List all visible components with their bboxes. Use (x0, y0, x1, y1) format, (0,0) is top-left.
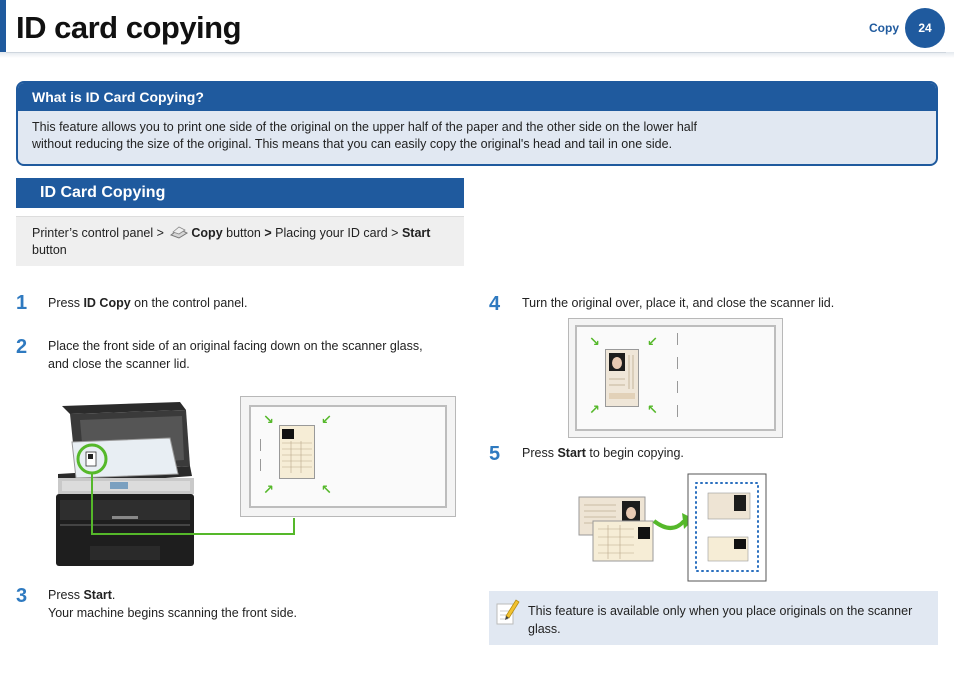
guide-dash (677, 381, 678, 393)
corner-arrow-icon: ↖ (321, 482, 332, 497)
copy-button-icon (170, 226, 189, 239)
path-start: Start (401, 226, 431, 240)
page-number-badge: 24 (905, 8, 945, 48)
note-line-2: glass. (528, 622, 561, 636)
card-back-icon (592, 520, 654, 562)
step-2-number: 2 (16, 336, 28, 358)
step-2-text: Place the front side of an original faci… (48, 337, 458, 373)
step-4-number: 4 (489, 293, 501, 315)
guide-dash (260, 439, 261, 451)
step-1-post: on the control panel. (130, 296, 248, 310)
scanner-glass-back: ↘ ↙ ↗ ↖ (568, 318, 783, 438)
step-5-pre: Press (522, 446, 558, 460)
step-1-text: Press ID Copy on the control panel. (48, 294, 247, 312)
guide-dash (677, 357, 678, 369)
note-box (489, 591, 938, 645)
id-card-front-icon (605, 349, 639, 407)
step-5-number: 5 (489, 443, 501, 465)
step-5-text: Press Start to begin copying. (522, 444, 922, 462)
subsection-title: ID Card Copying (40, 184, 166, 201)
path-rest: Placing your ID card > (271, 226, 402, 240)
step-5-post: to begin copying. (585, 446, 684, 460)
corner-arrow-icon: ↖ (647, 402, 658, 417)
corner-arrow-icon: ↗ (263, 482, 274, 497)
subsection-bar (16, 178, 464, 208)
callout-connector (91, 472, 295, 535)
step-1-number: 1 (16, 292, 28, 314)
info-line-2: without reducing the size of the origina… (32, 137, 673, 151)
id-card-back-icon (279, 425, 315, 479)
path-prefix: Printer’s control panel > (32, 226, 168, 240)
path-copy: Copy (191, 226, 223, 240)
guide-dash (260, 459, 261, 471)
navigation-path: Printer’s control panel > Copy button > … (16, 216, 464, 266)
step-2-line-1: Place the front side of an original faci… (48, 339, 423, 353)
step-5-bold: Start (557, 446, 586, 460)
corner-arrow-icon: ↙ (321, 412, 332, 427)
path-gt: > (264, 226, 272, 240)
corner-arrow-icon: ↘ (589, 334, 600, 349)
step-3-pre: Press (48, 588, 84, 602)
step-3-line-2: Your machine begins scanning the front s… (48, 606, 298, 620)
info-line-1: This feature allows you to print one sid… (32, 120, 698, 134)
info-heading: What is ID Card Copying? (18, 83, 936, 111)
guide-dash (677, 405, 678, 417)
step-4-text: Turn the original over, place it, and cl… (522, 296, 835, 310)
printer-illustration (56, 402, 194, 566)
step-3-number: 3 (16, 585, 28, 607)
page-title: ID card copying (16, 10, 242, 45)
scanner-glass-front: ↘ ↙ ↗ ↖ (240, 396, 456, 517)
note-line-1: This feature is available only when you … (528, 604, 913, 618)
info-box: What is ID Card Copying? This feature al… (16, 81, 938, 166)
note-text: This feature is available only when you … (528, 602, 933, 638)
guide-dash (677, 333, 678, 345)
info-body: This feature allows you to print one sid… (18, 111, 936, 161)
header-accent-bar (0, 0, 6, 52)
corner-arrow-icon: ↗ (589, 402, 600, 417)
path-middle: button (222, 226, 265, 240)
section-link[interactable]: Copy (869, 21, 899, 35)
step-2-line-2: and close the scanner lid. (48, 357, 190, 371)
pencil-note-icon (496, 599, 520, 625)
step-1-pre: Press (48, 296, 84, 310)
header-shadow (0, 52, 954, 58)
id-copy-result-illustration (578, 473, 767, 582)
corner-arrow-icon: ↘ (263, 412, 274, 427)
header-divider (6, 52, 946, 53)
page-number: 24 (918, 21, 932, 35)
step-3-line-1: Press Start. (48, 586, 448, 604)
corner-arrow-icon: ↙ (647, 334, 658, 349)
path-suffix: button (32, 243, 67, 257)
step-3-bold: Start (83, 588, 112, 602)
step-1-bold: ID Copy (83, 296, 131, 310)
step-3-post: . (111, 588, 116, 602)
step-3-text: Press Start. Your machine begins scannin… (48, 586, 448, 622)
